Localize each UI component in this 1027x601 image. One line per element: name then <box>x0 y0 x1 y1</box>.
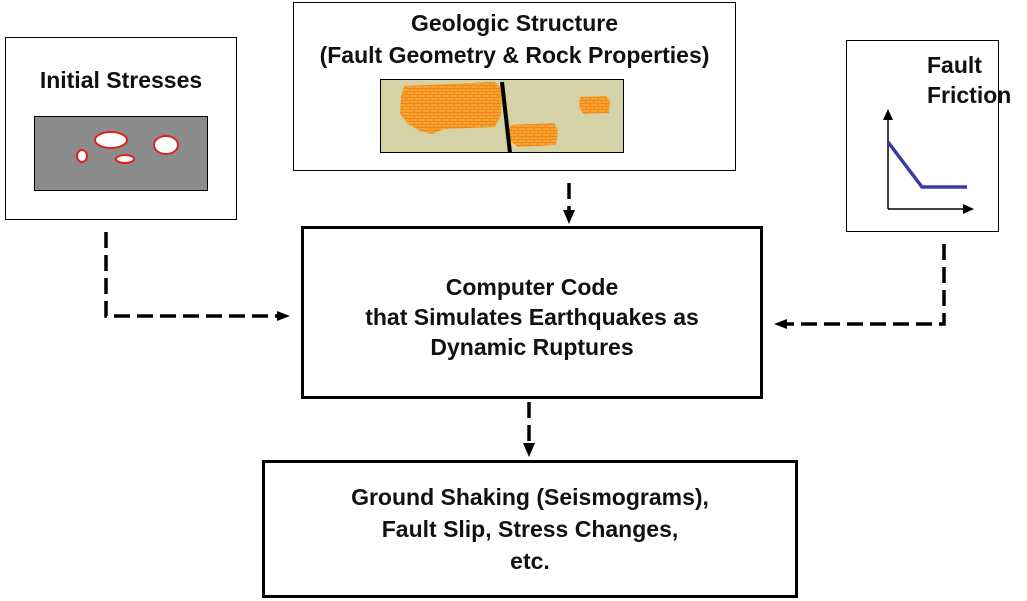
output-line-1: Ground Shaking (Seismograms), <box>351 484 709 510</box>
arrow-friction-to-simulator <box>784 244 946 326</box>
arrowhead-initial-stresses <box>277 311 290 321</box>
output-line-2: Fault Slip, Stress Changes, <box>381 516 679 542</box>
friction-x-arrowhead <box>963 204 974 214</box>
simulator-box: Computer Code that Simulates Earthquakes… <box>301 226 763 399</box>
initial-stresses-panel <box>34 116 208 191</box>
initial-stresses-title: Initial Stresses <box>39 67 203 93</box>
friction-graph <box>883 109 974 214</box>
geologic-structure-box: Geologic Structure (Fault Geometry & Roc… <box>293 2 736 171</box>
simulator-line-1: Computer Code <box>445 274 619 300</box>
output-line-3: etc. <box>510 548 550 574</box>
arrowhead-friction <box>774 319 787 329</box>
friction-y-arrowhead <box>883 109 893 120</box>
friction-curve <box>886 140 967 189</box>
output-box: Ground Shaking (Seismograms), Fault Slip… <box>262 460 798 598</box>
fault-friction-subtitle: Friction <box>927 82 1012 108</box>
stress-ellipse <box>115 154 135 164</box>
geologic-structure-title: Geologic Structure <box>410 10 619 36</box>
stress-panel-background <box>34 116 208 191</box>
geology-cross-section <box>380 79 624 153</box>
arrowhead-output <box>523 443 535 457</box>
initial-stresses-box: Initial Stresses <box>5 37 237 220</box>
fault-friction-title: Fault <box>927 52 982 78</box>
fault-line <box>500 81 512 153</box>
simulator-line-2: that Simulates Earthquakes as <box>365 304 699 330</box>
simulator-line-3: Dynamic Ruptures <box>430 334 634 360</box>
rock-body-right <box>579 96 610 114</box>
geologic-structure-subtitle: (Fault Geometry & Rock Properties) <box>319 42 710 68</box>
stress-ellipse <box>76 149 88 163</box>
stress-ellipse <box>94 131 128 149</box>
rock-body-large <box>400 82 502 134</box>
arrow-initial-stresses-to-simulator <box>104 232 280 318</box>
arrowhead-geology <box>563 210 575 224</box>
rock-body-small <box>508 123 558 147</box>
fault-friction-box: Fault Friction <box>846 40 1012 232</box>
stress-ellipse <box>153 135 179 155</box>
